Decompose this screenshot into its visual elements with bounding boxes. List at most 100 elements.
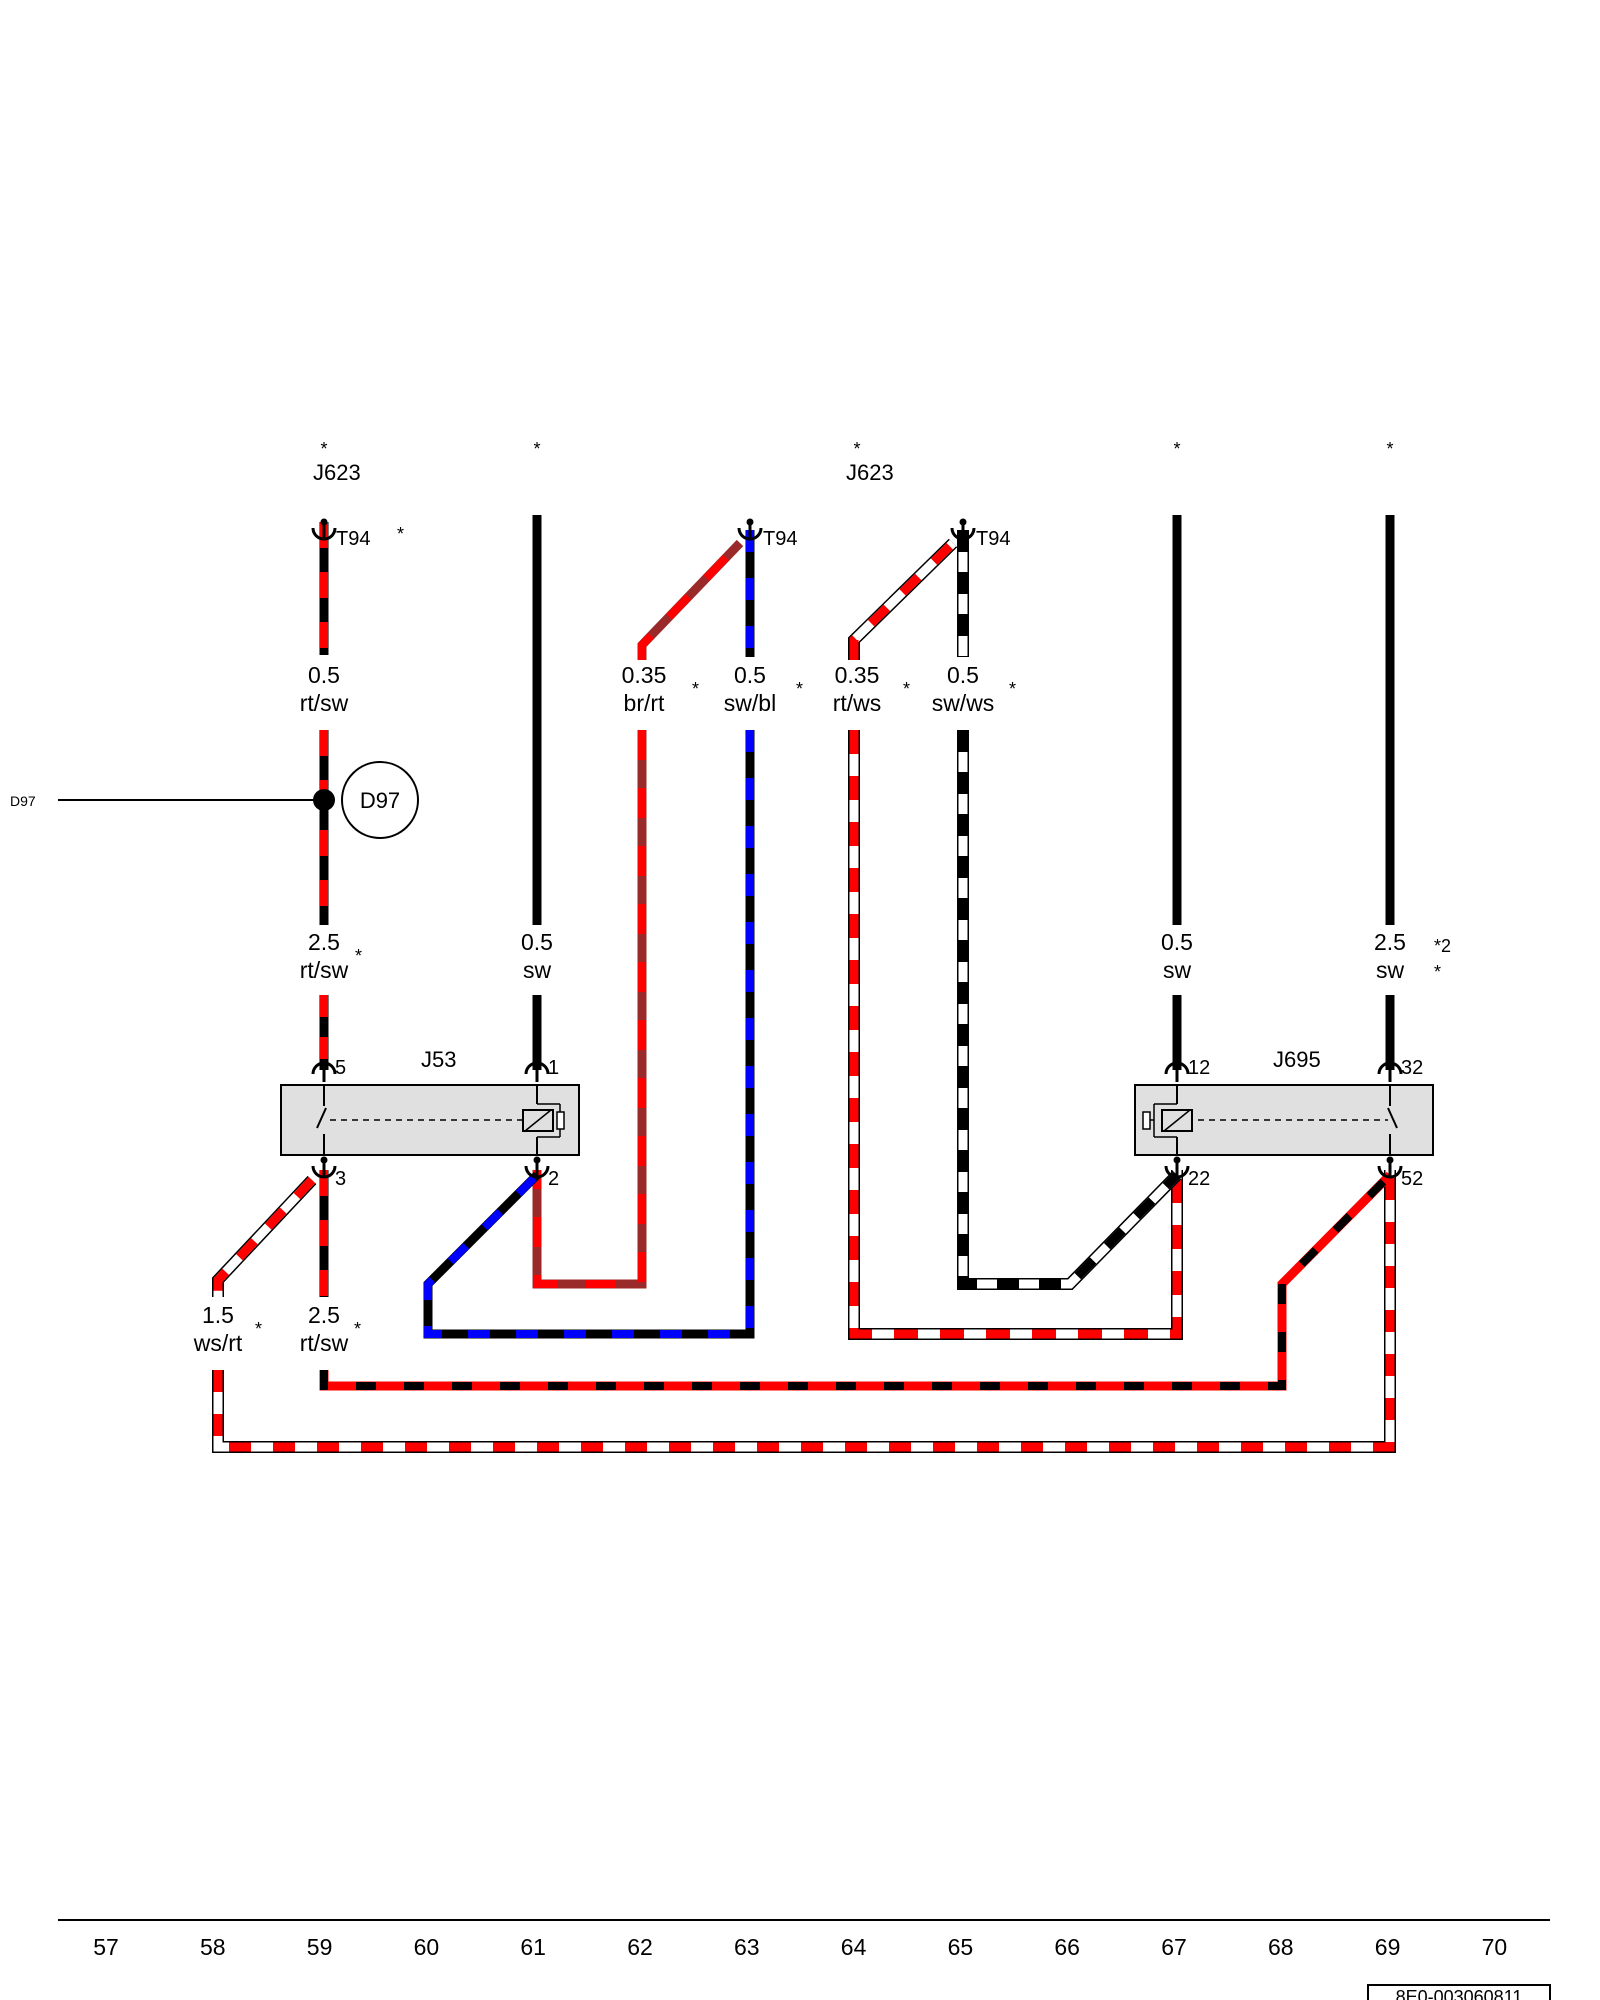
w5-size: 0.35	[835, 662, 880, 688]
t94-connector-1	[311, 518, 337, 541]
connector-layer	[311, 518, 1403, 1179]
axis-number: 70	[1482, 1934, 1508, 1960]
t94-label-2: T94	[763, 528, 797, 550]
splice-dot	[313, 789, 335, 811]
w3-size: 0.35	[622, 662, 667, 688]
pin-j695-22: 22	[1188, 1168, 1210, 1190]
asterisk-j623-left: *	[320, 439, 327, 459]
w8-color: sw	[1376, 957, 1405, 983]
pin-labels: 5 1 3 2 12 32 22 52	[335, 1057, 1423, 1190]
asterisk-w5: *	[903, 679, 910, 699]
pin-j53-1: 1	[548, 1057, 559, 1079]
axis-number: 59	[307, 1934, 333, 1960]
w7-size: 0.5	[1161, 929, 1193, 955]
asterisk-t94-1: *	[397, 524, 404, 544]
j53-label: J53	[421, 1047, 456, 1072]
w8-size: 2.5	[1374, 929, 1406, 955]
axis-number: 65	[948, 1934, 974, 1960]
w10-color: rt/sw	[300, 1330, 349, 1356]
j623-left-label: J623	[313, 460, 361, 485]
w3-color: br/rt	[624, 690, 666, 716]
wire-w6	[957, 730, 1182, 1290]
asterisk-w4: *	[796, 679, 803, 699]
asterisk-col61: *	[533, 439, 540, 459]
wire-w3-top	[637, 539, 744, 660]
w1-top-color: rt/sw	[300, 690, 349, 716]
axis-numbers: 57 58 59 60 61 62 63 64 65 66 67 68 69 70	[93, 1934, 1507, 1960]
wire-w5	[848, 730, 1183, 1340]
j695-pin52-connector	[1377, 1156, 1403, 1179]
t94-connector-3	[950, 518, 976, 541]
asterisk-w1-bottom: *	[355, 946, 362, 966]
t94-label-1: T94	[336, 528, 370, 550]
w9-size: 1.5	[202, 1302, 234, 1328]
w4-size: 0.5	[734, 662, 766, 688]
asterisk-w6: *	[1009, 679, 1016, 699]
axis-number: 67	[1161, 1934, 1187, 1960]
axis-number: 66	[1054, 1934, 1080, 1960]
w2-size: 0.5	[521, 929, 553, 955]
w8-note: *2	[1434, 936, 1451, 956]
w10-size: 2.5	[308, 1302, 340, 1328]
asterisk-j623-right: *	[853, 439, 860, 459]
relay-j695: J695	[1134, 1047, 1434, 1156]
doc-id: 8E0-003060811	[1396, 1987, 1523, 2000]
j623-right-label: J623	[846, 460, 894, 485]
axis-number: 69	[1375, 1934, 1401, 1960]
axis-number: 68	[1268, 1934, 1294, 1960]
w4-color: sw/bl	[724, 690, 776, 716]
wire-layer	[212, 515, 1396, 1453]
wire-w4	[423, 730, 755, 1339]
wire-w10	[319, 1171, 1394, 1391]
pin-j695-32: 32	[1401, 1057, 1423, 1079]
axis-number: 60	[414, 1934, 440, 1960]
w6-color: sw/ws	[932, 690, 995, 716]
j53-pin3-connector	[311, 1156, 337, 1179]
pin-j695-12: 12	[1188, 1057, 1210, 1079]
w1-top-size: 0.5	[308, 662, 340, 688]
j695-pin32-connector	[1377, 1060, 1403, 1082]
w9-color: ws/rt	[193, 1330, 243, 1356]
j695-pin12-connector	[1164, 1060, 1190, 1082]
w5-color: rt/ws	[833, 690, 882, 716]
w2-color: sw	[523, 957, 552, 983]
j53-pin1-connector	[524, 1060, 550, 1082]
pin-j695-52: 52	[1401, 1168, 1423, 1190]
wire-w9-top	[212, 1175, 317, 1297]
axis-number: 64	[841, 1934, 867, 1960]
pin-j53-5: 5	[335, 1057, 346, 1079]
w6-size: 0.5	[947, 662, 979, 688]
axis-number: 57	[93, 1934, 119, 1960]
pin-j53-3: 3	[335, 1168, 346, 1190]
asterisk-w8: *	[1434, 962, 1441, 982]
relay-j53: J53	[280, 1047, 580, 1156]
asterisk-w3: *	[692, 679, 699, 699]
wire-w9	[212, 1170, 1396, 1453]
axis-number: 58	[200, 1934, 226, 1960]
axis-number: 61	[520, 1934, 546, 1960]
doc-id-box: 8E0-003060811	[1367, 1984, 1551, 2000]
j695-pin22-connector	[1164, 1156, 1190, 1179]
t94-connector-2	[737, 518, 763, 541]
axis-number: 62	[627, 1934, 653, 1960]
j695-label: J695	[1273, 1047, 1321, 1072]
wire-w5-top	[848, 538, 958, 660]
j53-pin2-connector	[524, 1156, 550, 1179]
pin-j53-2: 2	[548, 1168, 559, 1190]
asterisk-col69: *	[1386, 439, 1393, 459]
d97-connection: D97 D97	[10, 761, 419, 839]
d97-node-label: D97	[360, 788, 400, 813]
d97-node-circle	[341, 761, 419, 839]
asterisk-w10: *	[354, 1319, 361, 1339]
t94-label-3: T94	[976, 528, 1010, 550]
w1-bottom-size: 2.5	[308, 929, 340, 955]
wire-labels: 0.5 rt/sw 0.35 br/rt * 0.5 sw/bl * 0.35 …	[193, 662, 1451, 1356]
wire-w3	[532, 730, 647, 1289]
d97-side-label: D97	[10, 793, 36, 809]
j53-pin5-connector	[311, 1060, 337, 1082]
asterisk-col67: *	[1173, 439, 1180, 459]
asterisk-w9: *	[255, 1319, 262, 1339]
w7-color: sw	[1163, 957, 1192, 983]
axis-number: 63	[734, 1934, 760, 1960]
